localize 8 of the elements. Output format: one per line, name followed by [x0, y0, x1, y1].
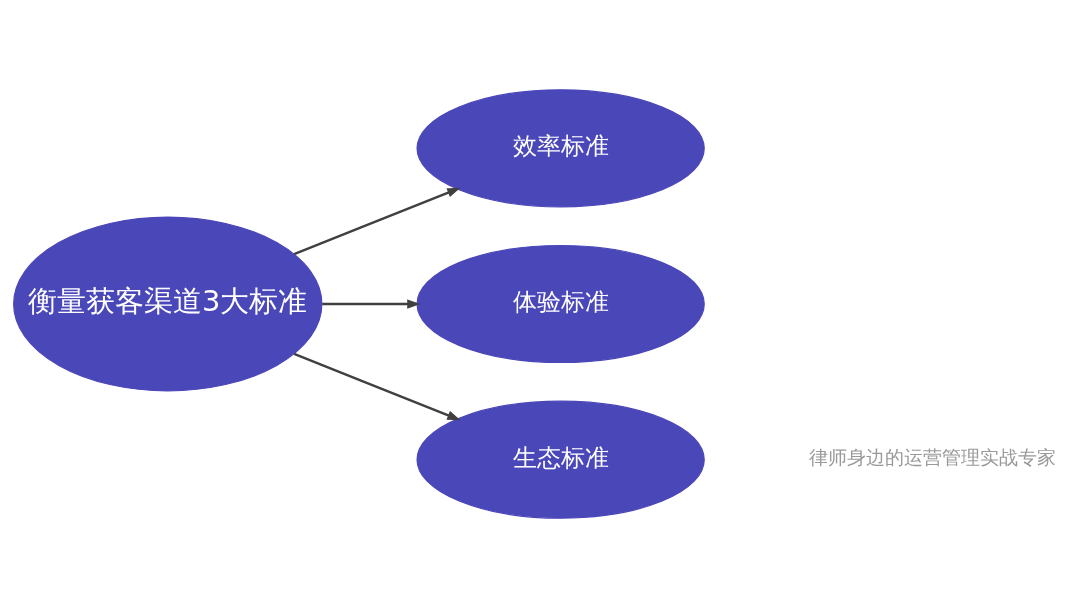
arrow [293, 187, 461, 256]
label: 律师身边的运营管理实战专家 [809, 446, 1057, 470]
node-ellipse: 体验标准 [416, 244, 705, 364]
arrow [293, 352, 461, 421]
node-ellipse: 生态标准 [416, 400, 705, 519]
node-ellipse: 效率标准 [416, 89, 705, 208]
node-ellipse: 衡量获客渠道3大标准 [13, 216, 323, 392]
arrow [322, 299, 421, 309]
